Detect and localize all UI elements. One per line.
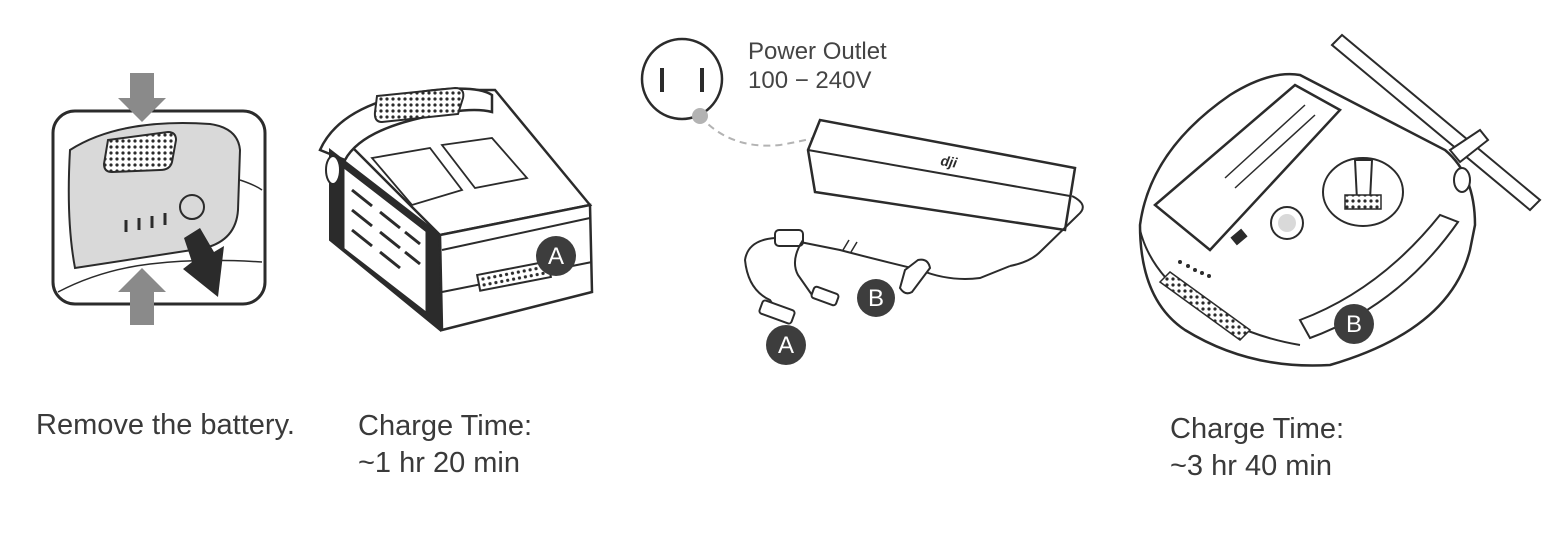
remote-charge-time-value: ~3 hr 40 min xyxy=(1170,450,1333,482)
press-up-arrow-icon xyxy=(118,268,166,325)
flight-battery-illustration: A xyxy=(318,86,594,333)
remote-controller-illustration: B xyxy=(1138,33,1542,367)
power-outlet-voltage: 100 − 240V xyxy=(748,67,872,94)
callout-battery-port: A xyxy=(548,243,564,270)
pull-out-arrow-icon xyxy=(183,228,224,297)
callout-charger-port-a: A xyxy=(778,332,794,359)
charger-brand-logo: dji xyxy=(939,152,959,171)
press-down-arrow-icon xyxy=(118,73,166,122)
battery-charge-time-value: ~1 hr 20 min xyxy=(358,447,521,479)
callout-badge xyxy=(766,325,806,365)
callout-badge xyxy=(857,279,895,317)
battery-charge-time-label: Charge Time: xyxy=(358,410,533,442)
remove-battery-caption: Remove the battery. xyxy=(36,409,295,441)
remote-charge-time-label: Charge Time: xyxy=(1170,413,1345,445)
callout-remote-port: B xyxy=(1346,311,1362,338)
remove-battery-illustration xyxy=(51,73,267,325)
callout-badge xyxy=(1334,304,1374,344)
charger-illustration: dji B A xyxy=(640,37,1084,365)
power-outlet-label: Power Outlet xyxy=(748,38,887,65)
callout-badge xyxy=(536,236,576,276)
callout-charger-port-b: B xyxy=(868,285,884,312)
power-outlet-icon xyxy=(640,37,724,121)
